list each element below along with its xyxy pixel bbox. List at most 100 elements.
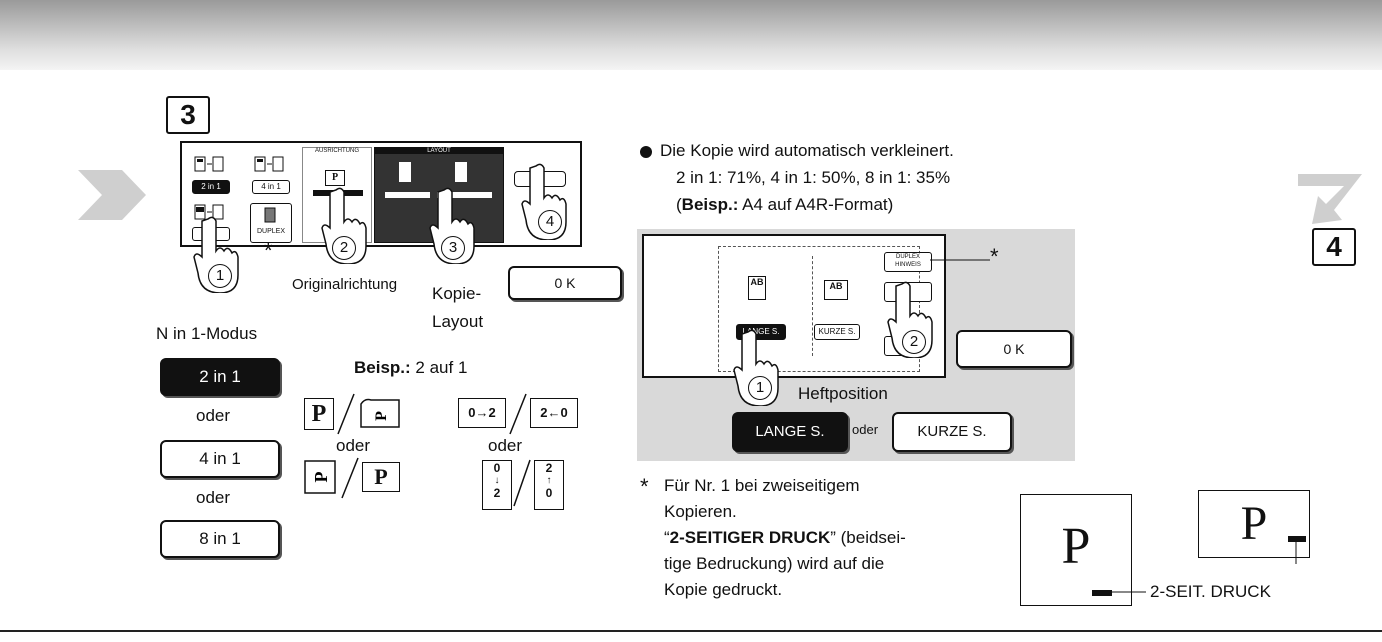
next-step-arrow-icon bbox=[1298, 174, 1362, 224]
sequence-bottom-to-top: 2 ↑ 0 bbox=[534, 460, 564, 510]
glyph-b-1: B bbox=[757, 277, 764, 287]
example-bold: Beisp.: bbox=[354, 358, 411, 377]
bullet-icon bbox=[640, 146, 652, 158]
kurze-mini[interactable]: KURZE S. bbox=[814, 324, 860, 340]
note-line-4: tige Bedruckung) wird auf die bbox=[664, 554, 885, 573]
duplex-mini-label: DUPLEX bbox=[256, 228, 285, 235]
sequence-top-to-bottom: 0 ↓ 2 bbox=[482, 460, 512, 510]
bullet-line-3: (Beisp.: A4 auf A4R-Format) bbox=[676, 195, 893, 215]
asterisk-mark: * bbox=[264, 238, 273, 263]
duplex-hinweis-line-2: HINWEIS bbox=[895, 262, 921, 268]
note-line-2: Kopieren. bbox=[664, 502, 737, 521]
bullet-line-1: Die Kopie wird automatisch verkleinert. bbox=[660, 141, 954, 160]
callout-4: 4 bbox=[538, 210, 562, 234]
oder-label-2: oder bbox=[196, 488, 231, 507]
mode-8in1-button[interactable]: 8 in 1 bbox=[160, 520, 280, 558]
slash-icon-1 bbox=[337, 393, 355, 435]
callout-line-icon bbox=[930, 259, 990, 261]
layout-title: LAYOUT bbox=[375, 148, 503, 154]
rotated-p-icon-2: P bbox=[304, 460, 336, 494]
callout-6: 1 bbox=[748, 376, 772, 400]
layout-bar-1 bbox=[385, 192, 430, 198]
slash-icon-4 bbox=[513, 459, 531, 507]
note-line-1: Für Nr. 1 bei zweiseitigem bbox=[664, 476, 860, 495]
duplex-mark-2 bbox=[1288, 536, 1306, 542]
callout-1: 1 bbox=[208, 264, 232, 288]
duplex-hinweis-line-1: DUPLEX bbox=[895, 254, 920, 260]
ok-button-2[interactable]: 0 K bbox=[956, 330, 1072, 368]
bullet-line-3-text: A4 auf A4R-Format) bbox=[738, 195, 894, 214]
sequence-right-to-left: 2←0 bbox=[530, 398, 578, 428]
callout-2: 2 bbox=[332, 236, 356, 260]
note-line-3-close: ” (beidsei- bbox=[830, 528, 906, 547]
rotated-p-icon-1: P bbox=[360, 398, 400, 428]
bottom-divider bbox=[0, 630, 1382, 632]
kurze-button[interactable]: KURZE S. bbox=[892, 412, 1012, 452]
kopie-layout-label-2: Layout bbox=[432, 312, 484, 331]
seq-arrow-down: ↓ bbox=[494, 475, 500, 486]
layout-glyph-2 bbox=[455, 162, 467, 182]
note-asterisk: * bbox=[640, 474, 649, 499]
callout-5: 2 bbox=[902, 330, 926, 354]
mode-4in1-mini[interactable]: 4 in 1 bbox=[252, 180, 290, 194]
heftposition-label: Heftposition bbox=[798, 384, 888, 403]
seq-digit-top-2: 2 bbox=[545, 461, 553, 475]
glyph-a-1: A bbox=[750, 277, 758, 287]
long-edge-glyph: AB bbox=[748, 276, 766, 300]
seq-arrow-up: ↑ bbox=[546, 475, 552, 486]
ausrichtung-title: AUSRICHTUNG bbox=[314, 148, 359, 154]
duplex-hinweis-mini[interactable]: DUPLEX HINWEIS bbox=[884, 252, 932, 272]
step-number-3: 3 bbox=[166, 96, 210, 134]
mode-2in1-button[interactable]: 2 in 1 bbox=[160, 358, 280, 396]
glyph-a-2: A bbox=[829, 281, 837, 291]
duplex-icon bbox=[264, 207, 276, 223]
note-line-3: “2-SEITIGER DRUCK” (beidsei- bbox=[664, 528, 906, 548]
leader-line-icon bbox=[1112, 591, 1146, 593]
oder-label-4: oder bbox=[488, 436, 523, 455]
landscape-page-example: P bbox=[1198, 490, 1310, 558]
orientation-glyph: P bbox=[325, 170, 345, 186]
svg-text:P: P bbox=[373, 411, 390, 421]
oder-label-1: oder bbox=[196, 406, 231, 425]
two-in-one-icon bbox=[194, 156, 224, 172]
example-glyph-p-2: P bbox=[362, 462, 400, 492]
kopie-layout-label-1: Kopie- bbox=[432, 284, 482, 303]
duplex-button-mini[interactable]: DUPLEX bbox=[250, 203, 292, 243]
note-line-3-open: “ bbox=[664, 528, 670, 547]
ok-button[interactable]: 0 K bbox=[508, 266, 622, 300]
seq-digit-bottom-2: 0 bbox=[545, 486, 553, 500]
n-in-1-mode-label: N in 1-Modus bbox=[156, 324, 258, 343]
glyph-b-2: B bbox=[836, 281, 843, 291]
originalrichtung-label: Originalrichtung bbox=[292, 276, 398, 293]
sequence-left-to-right: 0→2 bbox=[458, 398, 506, 428]
eight-in-one-icon bbox=[194, 204, 224, 220]
svg-text:P: P bbox=[311, 472, 331, 483]
layout-bar-2 bbox=[437, 192, 492, 198]
duplex-print-label: 2-SEIT. DRUCK bbox=[1150, 582, 1271, 601]
note-line-3-bold: 2-SEITIGER DRUCK bbox=[669, 528, 831, 547]
seq-digit-bottom-1: 2 bbox=[493, 486, 501, 500]
step-number-4: 4 bbox=[1312, 228, 1356, 266]
portrait-page-example: P bbox=[1020, 494, 1132, 606]
lange-button[interactable]: LANGE S. bbox=[732, 412, 848, 452]
note-line-5: Kopie gedruckt. bbox=[664, 580, 783, 599]
mode-2in1-mini[interactable]: 2 in 1 bbox=[192, 180, 230, 194]
mode-4in1-button[interactable]: 4 in 1 bbox=[160, 440, 280, 478]
duplex-mark-1 bbox=[1092, 590, 1112, 596]
four-in-one-icon bbox=[254, 156, 284, 172]
dashed-divider bbox=[812, 256, 813, 356]
callout-3: 3 bbox=[441, 236, 465, 260]
oder-label-3: oder bbox=[336, 436, 371, 455]
asterisk-mark-2: * bbox=[990, 244, 999, 269]
header-band bbox=[0, 0, 1382, 70]
previous-chevron-icon bbox=[78, 170, 146, 220]
short-edge-glyph: AB bbox=[824, 280, 848, 300]
control-panel-screen: 2 in 1 4 in 1 1 DUPLEX AUSRICHTUNG P LAY… bbox=[180, 141, 582, 247]
dashed-group bbox=[718, 246, 920, 372]
bullet-line-3-open: ( bbox=[676, 195, 682, 214]
bullet-line-3-bold: Beisp.: bbox=[681, 195, 739, 214]
layout-glyph-1 bbox=[399, 162, 411, 182]
oder-label-5: oder bbox=[852, 422, 879, 437]
example-text: 2 auf 1 bbox=[415, 358, 468, 377]
leader-line-icon-2 bbox=[1295, 542, 1297, 564]
